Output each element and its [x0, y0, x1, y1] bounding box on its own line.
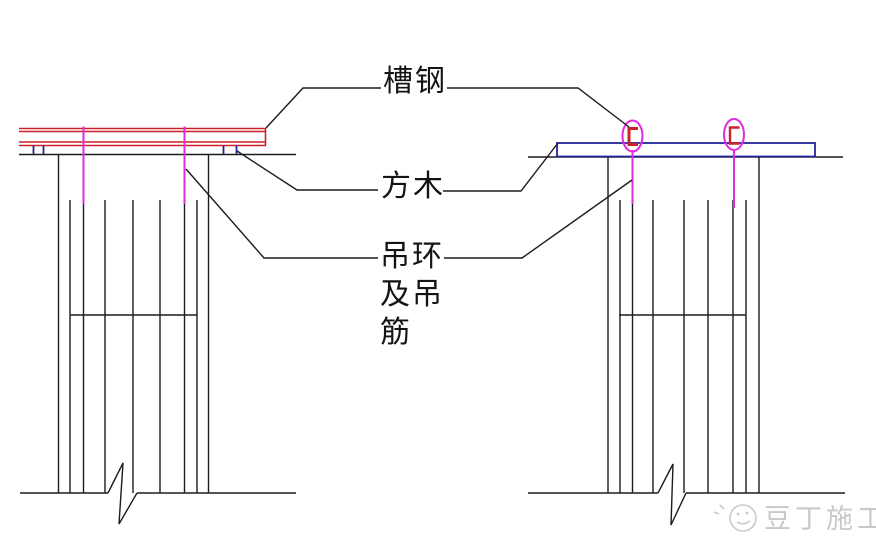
leader-channel-steel	[265, 87, 630, 129]
watermark-mascot-icon	[713, 504, 757, 532]
label-lifting-line1: 吊环	[380, 240, 444, 273]
right-lifting-rings	[621, 118, 745, 153]
label-lifting-line3: 筋	[380, 316, 412, 349]
right-timber-beam	[556, 142, 816, 158]
right-hanger-bars	[631, 149, 735, 208]
label-square-timber: 方木	[381, 170, 445, 203]
label-lifting-ring: 吊环 及吊 筋	[380, 240, 444, 349]
left-timber-blocks	[32, 145, 238, 154]
left-break-line	[20, 462, 296, 525]
watermark-text: 豆丁施工	[764, 504, 876, 534]
right-column	[607, 157, 760, 493]
left-channel-steel	[19, 127, 267, 147]
right-channel-pieces	[627, 126, 740, 146]
watermark: 豆丁施工	[713, 504, 876, 534]
left-column	[57, 154, 210, 493]
label-lifting-line2: 及吊	[380, 278, 444, 311]
leader-lifting-ring	[185, 168, 633, 259]
right-break-line	[528, 463, 845, 526]
left-hanger-bars	[82, 126, 186, 204]
label-channel-steel: 槽钢	[383, 65, 447, 98]
leader-square-timber	[236, 142, 559, 192]
